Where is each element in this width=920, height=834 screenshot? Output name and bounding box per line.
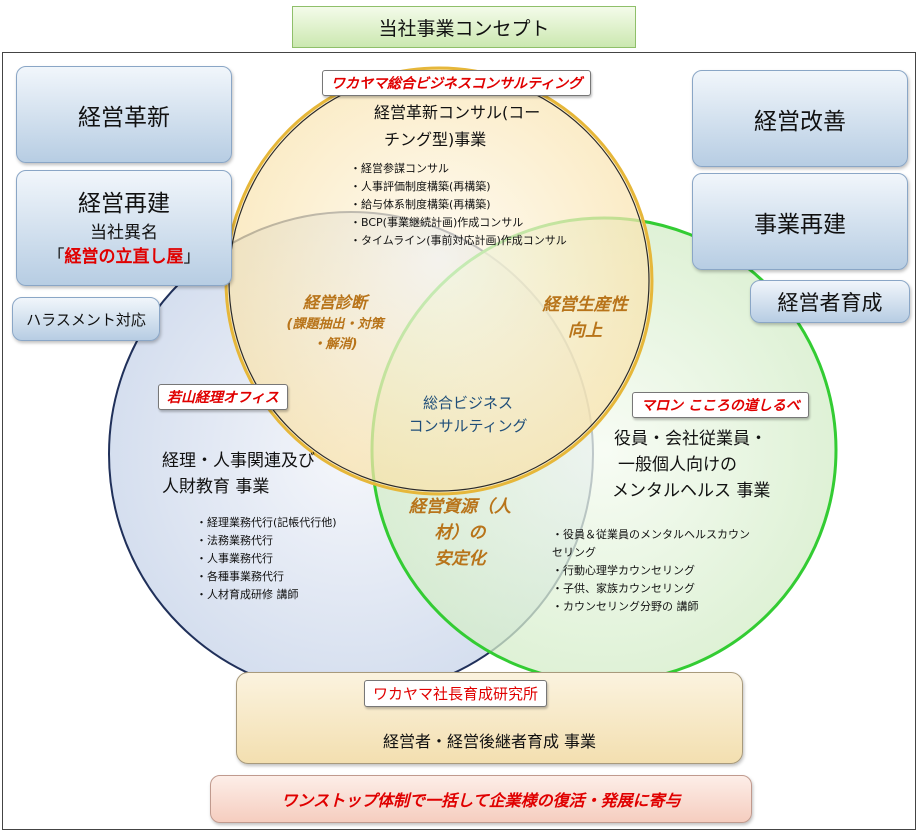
list-item: ・法務業務代行 [196,534,273,547]
reform-label: 経営革新 [78,104,170,131]
rebuild-alias-line: 「経営の立直し屋」 [47,247,201,267]
improvement-box: 経営改善 [692,70,908,167]
manager-training-label: 経営者育成 [777,290,883,315]
diagram-frame [2,52,916,830]
right-circle-heading-1: 役員・会社従業員・ [614,429,767,449]
list-item: ・役員＆従業員のメンタルヘルスカウン [552,528,750,541]
left-circle-org-label: 若山経理オフィス [158,384,288,410]
top-circle-list: ・経営参謀コンサル ・人事評価制度構築(再構築) ・給与体系制度構築(再構築) … [350,160,567,250]
left-circle-list: ・経理業務代行(記帳代行他) ・法務業務代行 ・人事業務代行 ・各種事業務代行 … [196,514,337,604]
list-item: ・各種事業務代行 [196,570,284,583]
list-item: ・BCP(事業継続計画)作成コンサル [350,216,524,229]
top-circle-heading-2: チング型)事業 [384,130,487,149]
list-item: ・タイムライン(事前対応計画)作成コンサル [350,234,567,247]
list-item: ・人材育成研修 講師 [196,588,299,601]
manager-training-box: 経営者育成 [750,280,910,323]
business-rebuild-label: 事業再建 [754,211,846,238]
list-item: ・給与体系制度構築(再構築) [350,198,491,211]
list-item: ・行動心理学カウンセリング [552,564,695,577]
top-circle-org-label: ワカヤマ総合ビジネスコンサルティング [322,70,592,96]
right-circle-list: ・役員＆従業員のメンタルヘルスカウン セリング ・行動心理学カウンセリング ・子… [552,526,750,616]
bottom-business-label: 経営者・経営後継者育成 事業 [382,732,597,751]
left-circle-heading-2: 人財教育 事業 [162,477,270,497]
rebuild-label: 経営再建 [78,191,170,217]
overlap-center: 総合ビジネス コンサルティング [408,394,528,435]
harassment-box: ハラスメント対応 [12,297,160,341]
top-circle-heading-1: 経営革新コンサル(コー [374,103,541,122]
slogan-banner: ワンストップ体制で一括して企業様の復活・発展に寄与 [210,775,752,823]
page-title: 当社事業コンセプト [292,6,636,48]
left-circle-heading-1: 経理・人事関連及び [162,451,315,471]
list-item: ・人事業務代行 [196,552,273,565]
list-item: ・カウンセリング分野の 講師 [552,600,699,613]
harassment-label: ハラスメント対応 [26,310,146,329]
rebuild-box: 経営再建 当社異名 「経営の立直し屋」 [16,170,232,286]
right-circle-heading-3: メンタルヘルス 事業 [612,481,771,501]
bottom-org-label: ワカヤマ社長育成研究所 [364,680,548,707]
overlap-top-right: 経営生産性 向上 [542,295,628,341]
business-rebuild-box: 事業再建 [692,173,908,270]
improvement-label: 経営改善 [754,108,846,135]
list-item: ・経営参謀コンサル [350,162,449,175]
right-circle-heading-2: 一般個人向けの [618,455,737,475]
list-item: セリング [552,546,596,559]
list-item: ・経理業務代行(記帳代行他) [196,516,337,529]
list-item: ・子供、家族カウンセリング [552,582,695,595]
rebuild-alias: 経営の立直し屋 [64,247,184,267]
overlap-top-left: 経営診断 (課題抽出・対策 ・解消) [286,293,384,352]
overlap-left-right: 経営資源（人 材）の 安定化 [409,497,511,569]
rebuild-alias-prefix: 当社異名 [90,223,158,243]
right-circle-org-label: マロン こころの道しるべ [632,392,809,418]
reform-box: 経営革新 [16,66,232,163]
list-item: ・人事評価制度構築(再構築) [350,180,491,193]
